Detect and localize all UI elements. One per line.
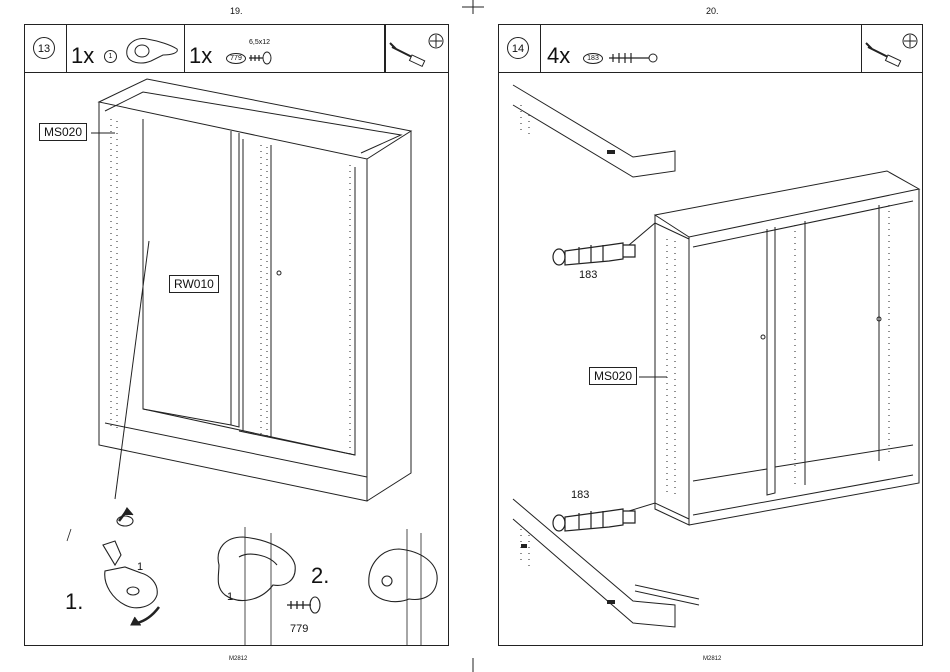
- page-number-left: 19.: [230, 6, 243, 16]
- connector-label-top: 183: [579, 269, 597, 281]
- page-number-right: 20.: [706, 6, 719, 16]
- screw-label: 779: [290, 623, 308, 635]
- part-label: 1: [137, 561, 143, 573]
- hinge-detail: [67, 508, 437, 645]
- label-back-panel: RW010: [169, 275, 219, 293]
- step-label-2: 2.: [311, 563, 329, 589]
- label-side-panel: MS020: [39, 123, 87, 141]
- wardrobe-illustration: [25, 25, 448, 645]
- footer-code-right: M2812: [703, 656, 721, 662]
- label-side-panel: MS020: [589, 367, 637, 385]
- connector-label-bottom: 183: [571, 489, 589, 501]
- wardrobe-connection-illustration: [499, 25, 922, 645]
- instruction-page-left: 13 1x 1 1x 779 6,5x12: [24, 24, 449, 646]
- step-label-1: 1.: [65, 589, 83, 615]
- part-label: 1: [227, 591, 233, 603]
- instruction-page-right: 14 4x 183: [498, 24, 923, 646]
- footer-code-left: M2812: [229, 656, 247, 662]
